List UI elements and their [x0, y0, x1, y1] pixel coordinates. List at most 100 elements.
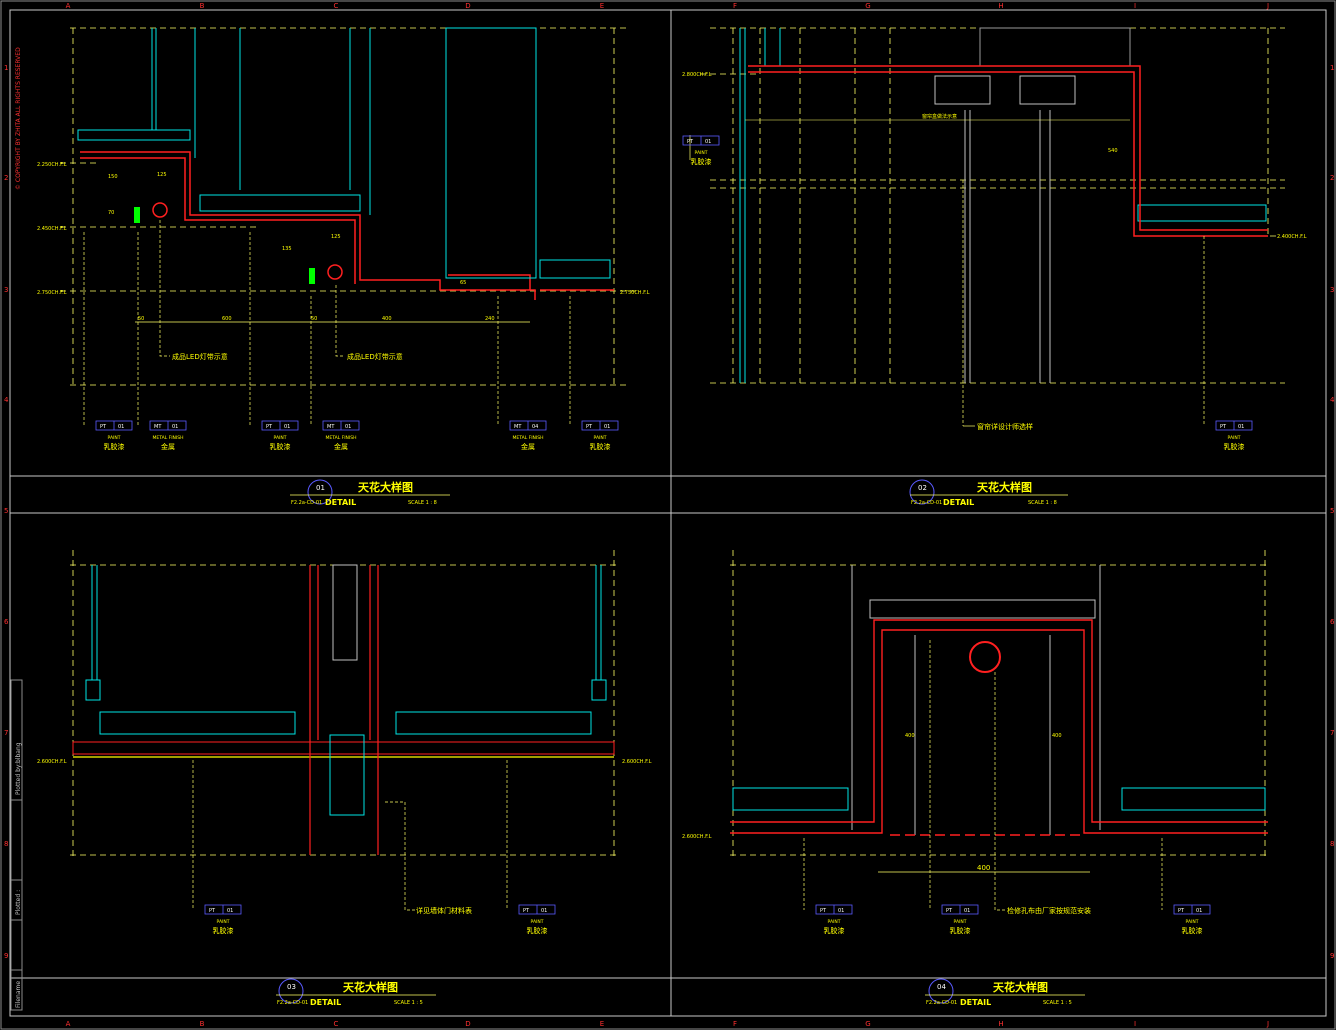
panel-03-leaders: [192, 760, 508, 911]
panel-04-access-box: [730, 619, 1268, 836]
tag-number: 01: [118, 424, 124, 430]
grid-row-5: 5: [1330, 507, 1334, 515]
tag-code: PT: [820, 908, 827, 914]
tag-english: PAINT: [695, 150, 708, 156]
tag-number: 01: [227, 908, 233, 914]
level-tag-01-c: 2.750CH.F.L: [37, 290, 67, 296]
panel-03-steel-frame: [85, 565, 607, 735]
detail-scale-03: SCALE 1 : 5: [394, 1000, 423, 1006]
detail-number-04: 04: [937, 983, 946, 991]
dim-01-k: 65: [460, 280, 466, 286]
panel-03-grid-lines: [70, 550, 620, 860]
grid-row-6: 6: [4, 618, 9, 626]
detail-number-bubble-03: [278, 978, 304, 1004]
level-tag-03-a: 2.600CH.F.L: [37, 759, 67, 765]
note-01-a: 成品LED灯带示意: [172, 352, 228, 361]
detail-scale-02: SCALE 1 : 8: [1028, 500, 1057, 506]
dim-04-c: 400: [1052, 733, 1062, 739]
tag-english: PAINT: [108, 435, 121, 441]
note-02-b: 窗帘盒做法示意: [922, 113, 957, 120]
tag-english: PAINT: [1186, 919, 1199, 925]
tag-english: METAL FINISH: [513, 435, 544, 441]
tag-number: 01: [1196, 908, 1202, 914]
panel-02-steel-frame: [739, 28, 1267, 383]
dim-04-a: 400: [977, 864, 990, 872]
grid-col-D: D: [465, 1020, 470, 1028]
tag-english: PAINT: [954, 919, 967, 925]
tag-chinese: 乳胶漆: [950, 926, 971, 935]
detail-label-03: DETAIL: [310, 998, 341, 1007]
dim-01-h: 150: [108, 174, 118, 180]
detail-label-02: DETAIL: [943, 498, 974, 507]
panel-02-concrete-slab: [979, 27, 1131, 67]
tag-english: PAINT: [531, 919, 544, 925]
grid-row-2: 2: [4, 174, 8, 182]
panel-04-grid-lines: [730, 550, 1268, 860]
grid-row-4: 4: [1330, 396, 1335, 404]
tag-chinese: 乳胶漆: [270, 442, 291, 451]
panel-03-partition: [309, 565, 379, 855]
tag-code: PT: [1178, 908, 1185, 914]
plotted-by-label: Plotted by:blbang: [15, 742, 22, 795]
tag-code: PT: [209, 908, 216, 914]
copyright-note: © COPYRIGHT BY ZHITA ALL RIGHTS RESERVED: [15, 47, 22, 190]
grid-col-F: F: [733, 2, 737, 10]
plotted-label: Plotted :: [15, 890, 22, 915]
dim-01-g: 125: [331, 234, 341, 240]
detail-scale-01: SCALE 1 : 8: [408, 500, 437, 506]
grid-row-4: 4: [4, 396, 9, 404]
detail-title-02: 天花大样图: [977, 480, 1032, 494]
note-03-a: 详见墙体门材料表: [416, 906, 472, 915]
grid-col-H: H: [998, 2, 1003, 10]
panel-03-door-header: [329, 734, 365, 816]
metal-trim-2: [309, 268, 315, 284]
detail-code-01: F2.2a-CD-01: [291, 500, 322, 506]
grid-row-8: 8: [1330, 840, 1334, 848]
grid-col-A: A: [66, 1020, 71, 1028]
grid-row-5: 5: [4, 507, 8, 515]
grid-col-C: C: [334, 1020, 339, 1028]
detail-number-bubble-02: [909, 479, 935, 505]
grid-col-J: J: [1266, 1020, 1269, 1028]
panel-02-curtain-box: [748, 65, 1268, 237]
tag-english: METAL FINISH: [326, 435, 357, 441]
grid-col-J: J: [1266, 2, 1269, 10]
panel-04-wall: [851, 565, 1101, 835]
grid-col-C: C: [334, 2, 339, 10]
tag-chinese: 乳胶漆: [1224, 442, 1245, 451]
grid-row-9: 9: [1330, 952, 1334, 960]
grid-row-7: 7: [1330, 729, 1334, 737]
tag-number: 01: [964, 908, 970, 914]
tag-chinese: 乳胶漆: [1182, 926, 1203, 935]
dim-01-d: 400: [382, 316, 392, 322]
metal-trim-1: [134, 207, 140, 223]
panel-01-ceiling-section: [80, 151, 614, 300]
tag-chinese: 乳胶漆: [213, 926, 234, 935]
tag-chinese: 乳胶漆: [691, 157, 712, 166]
tag-code: PT: [266, 424, 273, 430]
level-tag-01-a: 2.250CH.F.L: [37, 162, 67, 168]
detail-title-01: 天花大样图: [358, 480, 413, 494]
tag-chinese: 乳胶漆: [590, 442, 611, 451]
detail-number-bubble-04: [928, 978, 954, 1004]
tag-english: PAINT: [1228, 435, 1241, 441]
tag-code: PT: [523, 908, 530, 914]
panel-02-grid-lines: [700, 27, 1285, 384]
detail-label-01: DETAIL: [325, 498, 356, 507]
tag-number: 01: [1238, 424, 1244, 430]
